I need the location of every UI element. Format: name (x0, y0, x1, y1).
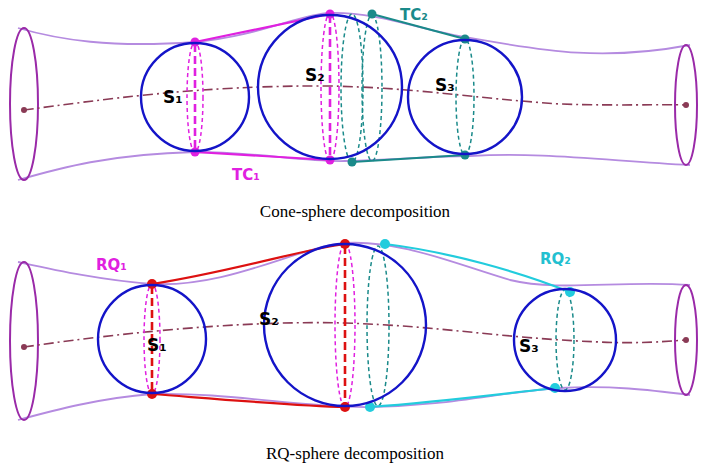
sphere: S₁ (97, 284, 207, 394)
sphere-outline (407, 39, 523, 155)
sphere-circle (98, 285, 206, 393)
sphere-label: S₁ (163, 89, 183, 106)
section-ellipse (144, 13, 574, 407)
sphere-circle (141, 43, 249, 151)
sphere: S₁ (140, 42, 250, 152)
cone-line (152, 14, 570, 407)
sphere-label: S₃ (519, 338, 539, 355)
caption: Cone-sphere decomposition (260, 203, 450, 220)
part-label: RQ₁ (96, 258, 127, 273)
sphere-circle (258, 15, 402, 159)
sphere: S₂ (257, 14, 403, 160)
sphere-label: S₁ (147, 337, 167, 354)
sphere-circle (514, 289, 616, 391)
tube-outline (18, 13, 690, 420)
sphere-label: S₂ (259, 311, 279, 328)
part-label: RQ₂ (540, 252, 571, 267)
part-label: TC₁ (232, 168, 260, 183)
part-label: TC₂ (400, 8, 428, 23)
sphere-outline (140, 42, 250, 152)
contact-point (147, 10, 575, 413)
sphere-outline (263, 243, 427, 407)
sphere-circle (408, 40, 522, 154)
sphere-outline (257, 14, 403, 160)
sphere: S₃ (407, 39, 523, 155)
sphere-label: S₃ (435, 77, 455, 94)
sphere: S₂ (263, 243, 427, 407)
sphere-circle (264, 244, 426, 406)
caption: RQ-sphere decomposition (266, 445, 444, 462)
tube-end (10, 28, 697, 420)
sphere: S₃ (513, 288, 617, 392)
sphere-label: S₂ (305, 67, 325, 84)
